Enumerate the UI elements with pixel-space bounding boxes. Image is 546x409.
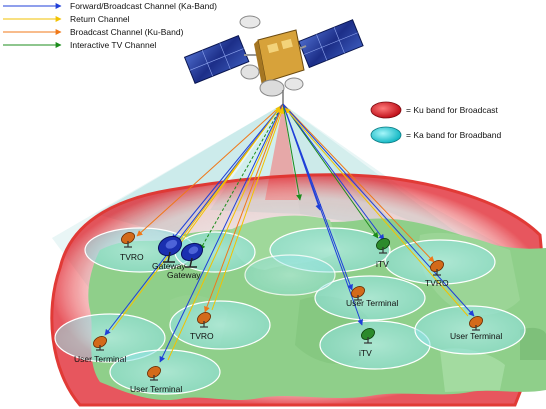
legend-item-broadcast: Broadcast Channel (Ku-Band) — [3, 27, 184, 37]
band-key-ka-label: = Ka band for Broadband — [406, 130, 501, 140]
dish-icon — [430, 260, 444, 276]
link-itv-gateway — [199, 103, 284, 251]
link-forward-itv-top — [282, 103, 385, 241]
link-forward-gateway — [171, 103, 284, 241]
dish-icon — [376, 238, 390, 254]
link-broadcast-tvro-center — [204, 103, 284, 313]
tvro-right: TVRO — [425, 260, 449, 288]
gateway-1-label: Gateway — [152, 261, 186, 271]
tvro-center: TVRO — [190, 312, 214, 341]
channel-legend: Forward/Broadcast Channel (Ka-Band) Retu… — [3, 1, 217, 50]
user-terminal-center-label: User Terminal — [346, 298, 398, 308]
user-terminal-left: User Terminal — [74, 336, 126, 364]
dish-icon — [121, 232, 135, 248]
dish-icon — [351, 286, 365, 301]
legend-label-forward: Forward/Broadcast Channel (Ka-Band) — [70, 1, 217, 11]
user-terminal-right-label: User Terminal — [450, 331, 502, 341]
band-key-ka: = Ka band for Broadband — [370, 126, 501, 144]
ka-swatch-icon — [370, 126, 402, 144]
link-return-user-left — [111, 107, 281, 331]
itv-top-label: iTV — [376, 259, 389, 269]
band-key-ku: = Ku band for Broadcast — [370, 101, 499, 119]
link-return-tvro-center — [211, 107, 285, 311]
satellite-icon — [183, 15, 364, 104]
gateway-dish-icon — [157, 235, 183, 263]
link-blue-spot — [282, 103, 322, 211]
link-broadcast-tvro-left — [136, 103, 284, 237]
tvro-center-label: TVRO — [190, 331, 214, 341]
link-itv-top — [282, 103, 379, 239]
legend-item-forward: Forward/Broadcast Channel (Ka-Band) — [3, 1, 217, 11]
legend-label-return: Return Channel — [70, 14, 130, 24]
band-key-ku-label: = Ku band for Broadcast — [406, 105, 499, 115]
legend-item-return: Return Channel — [3, 14, 130, 24]
link-forward-user-bottom — [159, 103, 284, 363]
dish-icon — [361, 328, 375, 344]
dish-icon — [93, 336, 107, 351]
itv-top: iTV — [376, 238, 390, 269]
link-return-user-bottom — [167, 107, 283, 361]
link-green-spot — [282, 103, 303, 201]
tvro-right-label: TVRO — [425, 278, 449, 288]
link-return-user-right — [284, 107, 469, 317]
legend-label-broadcast: Broadcast Channel (Ku-Band) — [70, 27, 184, 37]
gateway-2-label: Gateway — [167, 270, 201, 280]
link-broadcast-tvro-right — [282, 103, 435, 263]
user-terminal-right: User Terminal — [450, 316, 502, 341]
tvro-left: TVRO — [120, 232, 144, 262]
dish-icon — [197, 312, 211, 328]
itv-center: iTV — [359, 328, 375, 358]
dish-icon — [469, 316, 483, 331]
user-terminal-bottom-label: User Terminal — [130, 384, 182, 394]
channel-links — [104, 103, 475, 363]
user-terminal-bottom: User Terminal — [130, 366, 182, 394]
itv-center-label: iTV — [359, 348, 372, 358]
dish-icon — [147, 366, 161, 381]
legend-item-itv: Interactive TV Channel — [3, 40, 156, 50]
tvro-left-label: TVRO — [120, 252, 144, 262]
band-key: = Ku band for Broadcast = Ka band for Br… — [370, 101, 501, 144]
user-terminal-center: User Terminal — [346, 286, 398, 308]
link-forward-user-right — [282, 103, 475, 317]
ku-swatch-icon — [370, 101, 402, 119]
user-terminal-left-label: User Terminal — [74, 354, 126, 364]
gateway-2: Gateway — [167, 242, 204, 280]
legend-label-itv: Interactive TV Channel — [70, 40, 156, 50]
gateway-dish-icon — [180, 242, 204, 268]
gateway-1: Gateway — [152, 235, 186, 271]
